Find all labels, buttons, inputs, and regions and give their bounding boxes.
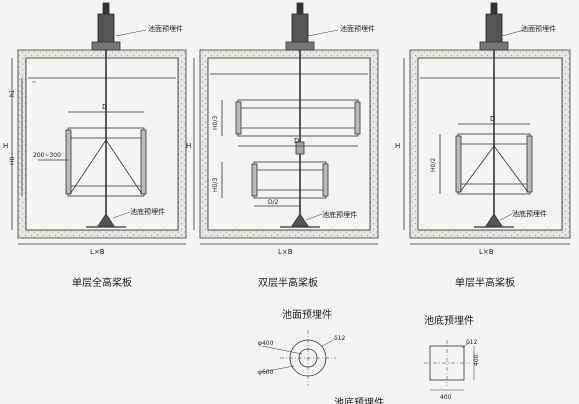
d-label-middle: D	[294, 137, 299, 145]
detail-size-label-vertical: 400	[473, 354, 480, 366]
detail-surface-embed	[261, 330, 336, 386]
detail-surface-title: 池面预埋件	[282, 308, 332, 321]
tank-right	[403, 2, 571, 245]
height-label-middle: H	[186, 142, 191, 150]
h1-label-left: h1	[9, 89, 16, 97]
caption-left: 单层全高桨板	[72, 276, 132, 289]
d-label-right: D	[490, 115, 495, 123]
tank-left	[11, 2, 187, 245]
d-half-label-middle: D/2	[268, 199, 279, 206]
detail-bottom-caption-cut: 池底预埋件	[334, 396, 384, 404]
caption-right: 单层半高桨板	[455, 276, 515, 289]
tank-middle	[193, 2, 379, 245]
detail-thickness-label-surface: δ12	[334, 335, 345, 342]
width-label-left: L×B	[90, 248, 105, 256]
width-label-right: L×B	[479, 248, 494, 256]
detail-size-label: 400	[440, 394, 452, 401]
caption-middle: 双层半高桨板	[258, 276, 318, 289]
detail-d600-label: φ600	[258, 369, 274, 376]
range-label-left: 200~300	[33, 152, 61, 159]
tank-right-labels: 池面预埋件 池底预埋件 H H0/2 D L×B	[395, 24, 556, 256]
height-label-left: H	[3, 142, 8, 150]
h0-label-left: H0	[9, 156, 16, 165]
surface-embed-label-right: 池面预埋件	[521, 24, 556, 33]
h0-half-label-right: H0/2	[430, 158, 437, 172]
detail-thickness-label-bottom: δ12	[466, 339, 477, 346]
detail-bottom-embed	[424, 340, 475, 391]
bottom-embed-label-left: 池底预埋件	[130, 207, 165, 216]
height-label-right: H	[395, 142, 400, 150]
h0-third-label-lower: H0/3	[212, 178, 219, 192]
h0-third-label-upper: H0/3	[212, 116, 219, 130]
surface-embed-label-left: 池面预埋件	[148, 24, 183, 33]
detail-bottom-title: 池底预埋件	[424, 314, 474, 327]
surface-embed-label-middle: 池面预埋件	[340, 24, 375, 33]
bottom-embed-label-middle: 池底预埋件	[322, 210, 357, 219]
width-label-middle: L×B	[278, 248, 293, 256]
tank-left-labels: 池面预埋件 池底预埋件 H h1 H0 D 200~300 L×B	[3, 24, 183, 256]
d-label-left: D	[102, 103, 107, 111]
bottom-embed-label-right: 池底预埋件	[512, 209, 547, 218]
detail-d400-label: φ400	[258, 340, 274, 347]
tank-middle-labels: 池面预埋件 池底预埋件 H H0/3 H0/3 D D/2 L×B	[186, 24, 375, 256]
